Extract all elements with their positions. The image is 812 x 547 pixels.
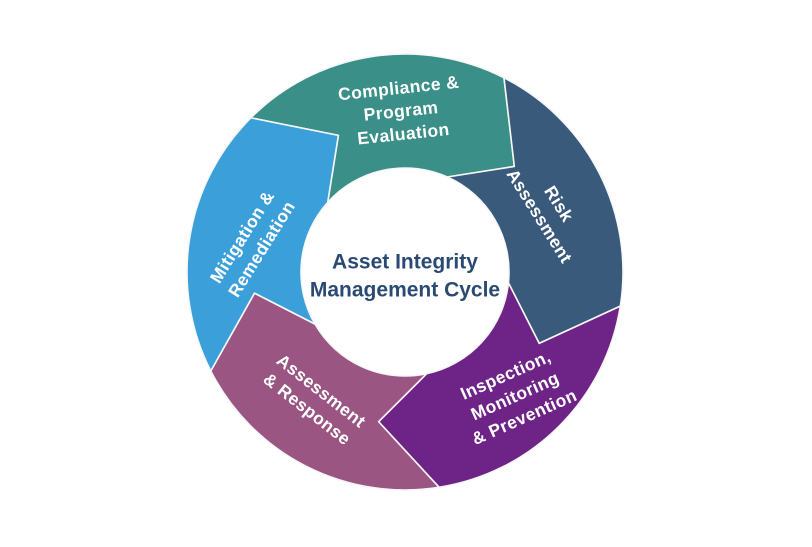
segment-inspection-monitoring-prevention-shape [377,282,622,489]
segments-group [186,53,624,491]
segment-compliance-program-evaluation-shape [250,53,516,204]
segment-assessment-response-shape [209,292,440,491]
segment-risk-assessment-shape [446,76,624,345]
segment-mitigation-remediation-shape [186,117,340,372]
